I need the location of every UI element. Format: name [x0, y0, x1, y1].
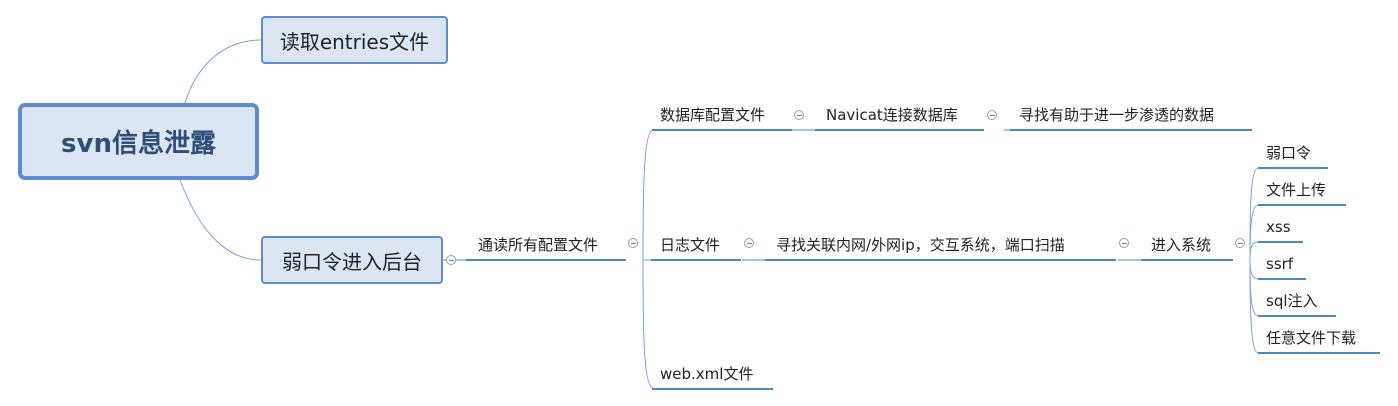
collapse-circle-icon[interactable] — [794, 110, 804, 120]
collapse-circle-icon[interactable] — [987, 110, 997, 120]
subtopic-read-all-config[interactable]: 通读所有配置文件 — [478, 236, 599, 254]
node-underline — [651, 259, 741, 261]
subtopic-underline — [466, 259, 626, 261]
node-log-file[interactable]: 日志文件 — [660, 236, 721, 254]
node-db-config-file[interactable]: 数据库配置文件 — [660, 106, 766, 124]
leaf-underline — [1258, 278, 1306, 280]
leaf-file-upload[interactable]: 文件上传 — [1266, 181, 1327, 199]
node-underline — [652, 388, 773, 390]
link-enter-a6 — [1249, 259, 1259, 354]
link-root-weak — [179, 179, 262, 261]
collapse-circle-icon[interactable] — [446, 255, 456, 265]
node-underline — [1010, 129, 1252, 131]
node-find-related-ip[interactable]: 寻找关联内网/外网ip，交互系统，端口扫描 — [776, 236, 1065, 254]
leaf-underline — [1258, 204, 1346, 206]
link-enter-a2 — [1249, 204, 1259, 261]
leaf-underline — [1258, 352, 1380, 354]
node-web-xml-file[interactable]: web.xml文件 — [660, 365, 754, 383]
link-enter-a5 — [1249, 259, 1259, 317]
collapse-circle-icon[interactable] — [744, 238, 754, 248]
node-enter-system[interactable]: 进入系统 — [1151, 236, 1212, 254]
leaf-underline — [1258, 315, 1336, 317]
link-root-entries — [184, 39, 262, 104]
link-child-webxml — [642, 259, 654, 389]
leaf-arbitrary-file-download[interactable]: 任意文件下载 — [1266, 329, 1357, 347]
node-underline — [765, 259, 1116, 261]
topic-read-entries[interactable]: 读取entries文件 — [261, 16, 448, 64]
link-child-db — [642, 129, 654, 261]
node-underline — [1141, 259, 1233, 261]
topic-weak-password-backend[interactable]: 弱口令进入后台 — [261, 236, 443, 284]
collapse-circle-icon[interactable] — [1119, 238, 1129, 248]
leaf-weak-password[interactable]: 弱口令 — [1266, 144, 1312, 162]
node-underline — [652, 129, 792, 131]
topic-label: 读取entries文件 — [279, 29, 430, 54]
topic-label: 弱口令进入后台 — [282, 249, 422, 274]
node-navicat-connect[interactable]: Navicat连接数据库 — [826, 106, 958, 124]
node-find-useful-data[interactable]: 寻找有助于进一步渗透的数据 — [1019, 106, 1215, 124]
link-enter-a4 — [1249, 259, 1259, 280]
leaf-sql-injection[interactable]: sql注入 — [1266, 292, 1318, 310]
collapse-circle-icon[interactable] — [1235, 238, 1245, 248]
root-label: svn信息泄露 — [61, 129, 216, 159]
link-enter-a3 — [1249, 241, 1259, 261]
leaf-ssrf[interactable]: ssrf — [1266, 255, 1294, 273]
leaf-underline — [1258, 241, 1303, 243]
node-underline — [815, 129, 984, 131]
root-topic[interactable]: svn信息泄露 — [18, 103, 259, 180]
collapse-circle-icon[interactable] — [628, 238, 638, 248]
leaf-xss[interactable]: xss — [1266, 218, 1291, 236]
leaf-underline — [1258, 167, 1328, 169]
